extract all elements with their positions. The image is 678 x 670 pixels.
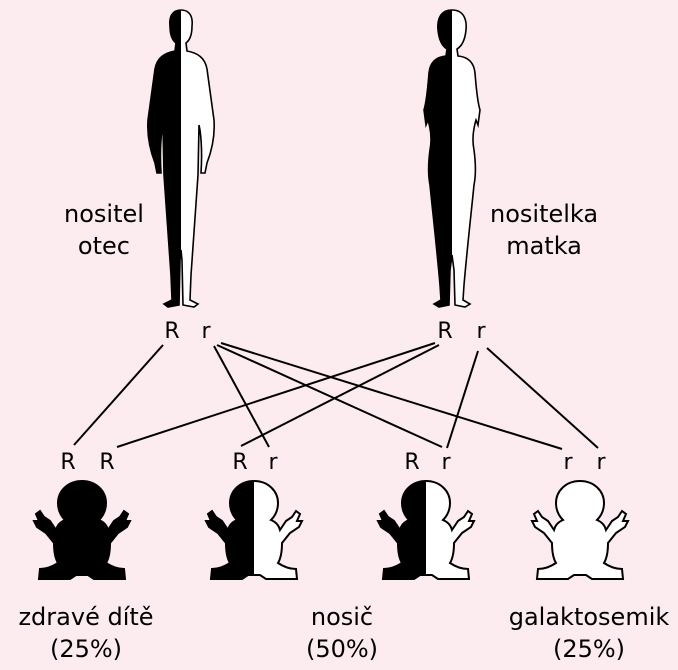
- child2-allele-2: r: [268, 451, 277, 475]
- father-allele-1: R: [164, 320, 179, 344]
- father-label-line2: otec: [64, 230, 144, 262]
- child3-allele-2: r: [441, 451, 450, 475]
- child2-allele-1: R: [232, 451, 247, 475]
- baby-carrier-2: [378, 481, 474, 579]
- baby-homozygous-recessive: [532, 481, 628, 579]
- baby-homozygous-dominant: [34, 481, 130, 579]
- father-label: nositel otec: [64, 198, 144, 262]
- mother-label: nositelka matka: [490, 198, 598, 262]
- healthy-child-label: zdravé dítě (25%): [18, 601, 153, 665]
- child1-allele-1: R: [60, 451, 75, 475]
- galactosemic-percent: (25%): [509, 633, 670, 665]
- child3-allele-1: R: [404, 451, 419, 475]
- father-label-line1: nositel: [64, 198, 144, 230]
- child4-allele-1: r: [563, 451, 572, 475]
- galactosemic-text: galaktosemik: [509, 601, 670, 633]
- father-allele-2: r: [201, 320, 210, 344]
- carrier-percent: (50%): [306, 633, 378, 665]
- mother-figure: [424, 10, 480, 307]
- mother-allele-2: r: [476, 320, 485, 344]
- mother-label-line2: matka: [490, 230, 598, 262]
- mother-allele-1: R: [437, 320, 452, 344]
- baby-carrier-1: [206, 481, 302, 579]
- healthy-child-percent: (25%): [18, 633, 153, 665]
- carrier-text: nosič: [306, 601, 378, 633]
- inheritance-lines: [74, 343, 598, 449]
- mother-label-line1: nositelka: [490, 198, 598, 230]
- child4-allele-2: r: [596, 451, 605, 475]
- father-figure: [148, 10, 214, 307]
- child1-allele-2: R: [99, 451, 114, 475]
- healthy-child-text: zdravé dítě: [18, 601, 153, 633]
- carrier-label: nosič (50%): [306, 601, 378, 665]
- galactosemic-label: galaktosemik (25%): [509, 601, 670, 665]
